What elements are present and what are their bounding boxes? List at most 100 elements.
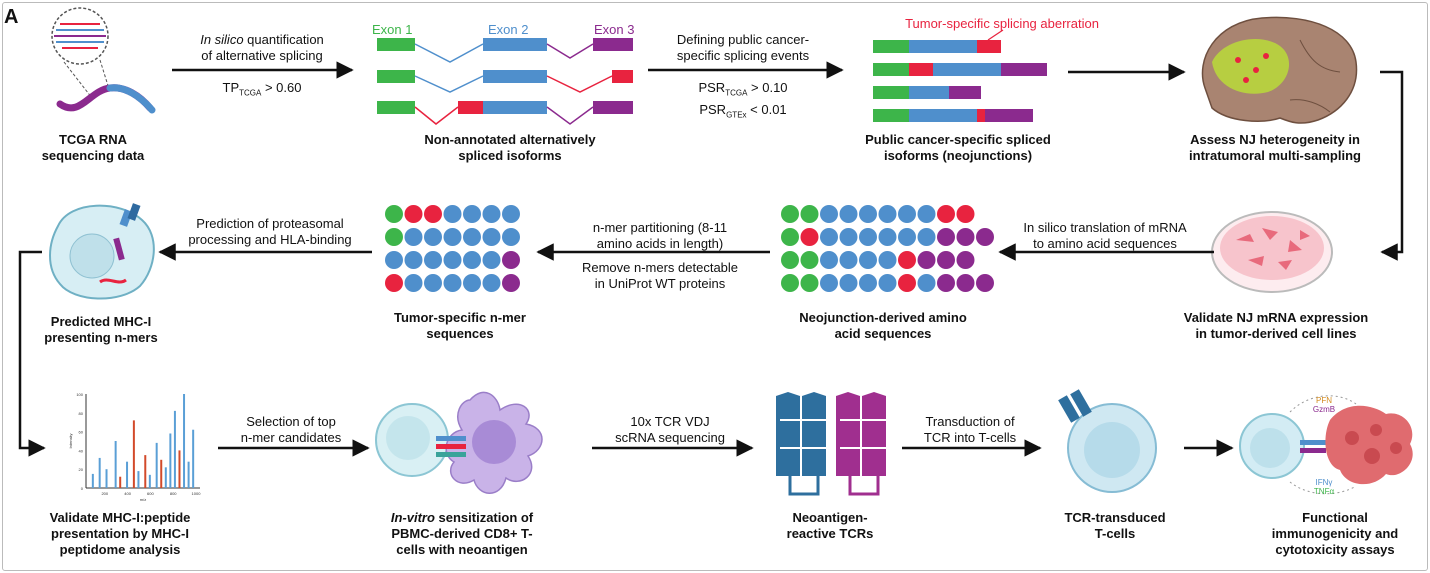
psr-gtex-sub: GTEx [726, 110, 747, 120]
neo-label-line2: acid sequences [834, 326, 932, 341]
tcga-label-line1: TCGA RNA [58, 132, 128, 147]
exon2-label: Exon 2 [488, 22, 529, 37]
amino-acid-dot [839, 251, 858, 269]
tcrs-label-line1: Neoantigen- [792, 510, 868, 525]
ms-label-line2: presentation by MHC-I [51, 526, 189, 541]
arrow2-text: Defining public cancer- specific splicin… [648, 32, 838, 64]
tcr-molecules-icon [776, 392, 886, 496]
psr-tcga: PSRTCGA > 0.10 [648, 80, 838, 102]
arrow-pred-line2: processing and HLA-binding [188, 232, 352, 247]
invitro-line2: PBMC-derived CD8+ T- [391, 526, 533, 541]
amino-acid-dot [424, 251, 442, 269]
ms-x-tick: 800 [170, 491, 177, 496]
amino-acid-dot [463, 205, 481, 223]
arrow-part-line4: in UniProt WT proteins [594, 276, 726, 291]
amino-acid-dot [878, 228, 897, 246]
ms-x-tick: 600 [147, 491, 154, 496]
amino-acid-dot [898, 228, 916, 246]
ms-y-label: Intensity [68, 434, 73, 449]
amino-acid-dot [463, 274, 481, 292]
dish-label-line2: in tumor-derived cell lines [1195, 326, 1357, 341]
arrow1-italic: In silico [200, 32, 244, 47]
amino-acid-dot [502, 205, 520, 223]
amino-acid-dot [424, 228, 442, 246]
nmer-sequence-dots [385, 205, 520, 292]
amino-acid-dot [839, 228, 858, 246]
isoforms-label: Non-annotated alternatively spliced isof… [395, 132, 625, 164]
tcrs-label: Neoantigen- reactive TCRs [770, 510, 890, 542]
exon1-label: Exon 1 [372, 22, 413, 37]
func-label-line2: immunogenicity and [1271, 526, 1399, 541]
arrow-tcr-line1: 10x TCR VDJ [630, 414, 710, 429]
amino-acid-dot [781, 205, 799, 223]
arrow-trans-line1: In silico translation of mRNA [1023, 220, 1187, 235]
amino-acid-dot [956, 251, 975, 269]
invitro-italic: In-vitro [390, 510, 435, 525]
amino-acid-dot [443, 274, 462, 292]
amino-acid-dot [898, 205, 916, 223]
arrow-transd-line1: Transduction of [925, 414, 1015, 429]
cytotoxicity-icon [1239, 395, 1413, 495]
arrow1-text: In silico quantification of alternative … [172, 32, 352, 64]
mhc-label-line1: Predicted MHC-I [50, 314, 152, 329]
exon-isoforms-diagram [377, 38, 633, 125]
amino-acid-dot [917, 274, 936, 292]
amino-acid-dot [917, 251, 936, 269]
arrow-part-line2: amino acids in length) [596, 236, 724, 251]
tcell-label: TCR-transduced T-cells [1050, 510, 1180, 542]
tcga-label-line2: sequencing data [41, 148, 145, 163]
invitro-line3: cells with neoantigen [396, 542, 528, 557]
amino-acid-dot [482, 251, 501, 269]
amino-acid-dot [800, 274, 819, 292]
public-isoforms-bars [873, 29, 1047, 122]
amino-acid-dot [839, 274, 858, 292]
ifng-label: IFNγ [1315, 478, 1333, 487]
amino-acid-dot [917, 228, 936, 246]
arrow-sel-line1: Selection of top [246, 414, 336, 429]
amino-acid-dot [404, 274, 423, 292]
mhc-label-line2: presenting n-mers [44, 330, 158, 345]
ms-label: Validate MHC-I:peptide presentation by M… [32, 510, 208, 558]
amino-acid-dot [898, 251, 916, 269]
exon3-label: Exon 3 [594, 22, 635, 37]
ms-y-tick: 40 [79, 448, 84, 453]
mhc-label: Predicted MHC-I presenting n-mers [36, 314, 166, 346]
dish-label-line1: Validate NJ mRNA expression [1183, 310, 1369, 325]
amino-acid-dot [937, 251, 955, 269]
brain-label-line1: Assess NJ heterogeneity in [1190, 132, 1360, 147]
amino-acid-dot [859, 251, 877, 269]
amino-acid-dot [385, 274, 403, 292]
arrow2-line1: Defining public cancer- [676, 32, 810, 47]
tp-rest: > 0.60 [261, 80, 302, 95]
nmer-label-line1: Tumor-specific n-mer [394, 310, 526, 325]
mhc-cell-icon [49, 203, 155, 300]
arrow2-thresholds: PSRTCGA > 0.10 PSRGTEx < 0.01 [648, 80, 838, 123]
amino-acid-dot [502, 251, 520, 269]
amino-acid-dot [781, 228, 799, 246]
amino-acid-dot [898, 274, 916, 292]
amino-acid-dot [878, 274, 897, 292]
brain-label-line2: intratumoral multi-sampling [1189, 148, 1361, 163]
arrow2-line2: specific splicing events [676, 48, 810, 63]
brain-label: Assess NJ heterogeneity in intratumoral … [1170, 132, 1380, 164]
amino-acid-dot [482, 205, 501, 223]
amino-acid-dot [404, 228, 423, 246]
prf-label: PFN [1316, 396, 1332, 405]
aberration-label: Tumor-specific splicing aberration [905, 16, 1099, 31]
amino-acid-dot [976, 228, 994, 246]
amino-acid-dot [937, 205, 955, 223]
amino-acid-dot [820, 228, 838, 246]
ms-x-label: m/z [140, 497, 146, 502]
neo-label-line1: Neojunction-derived amino [799, 310, 967, 325]
arrow-down-left [18, 250, 46, 457]
amino-acid-dot [424, 205, 442, 223]
amino-acid-dot [463, 228, 481, 246]
ms-y-tick: 60 [79, 430, 84, 435]
arrow1-rest: quantification [243, 32, 324, 47]
arrow-trans-text: In silico translation of mRNA to amino a… [1000, 220, 1210, 252]
psr-tcga-sub: TCGA [725, 88, 748, 98]
amino-acid-dot [443, 228, 462, 246]
arrow-part-line1: n-mer partitioning (8-11 [592, 220, 728, 235]
